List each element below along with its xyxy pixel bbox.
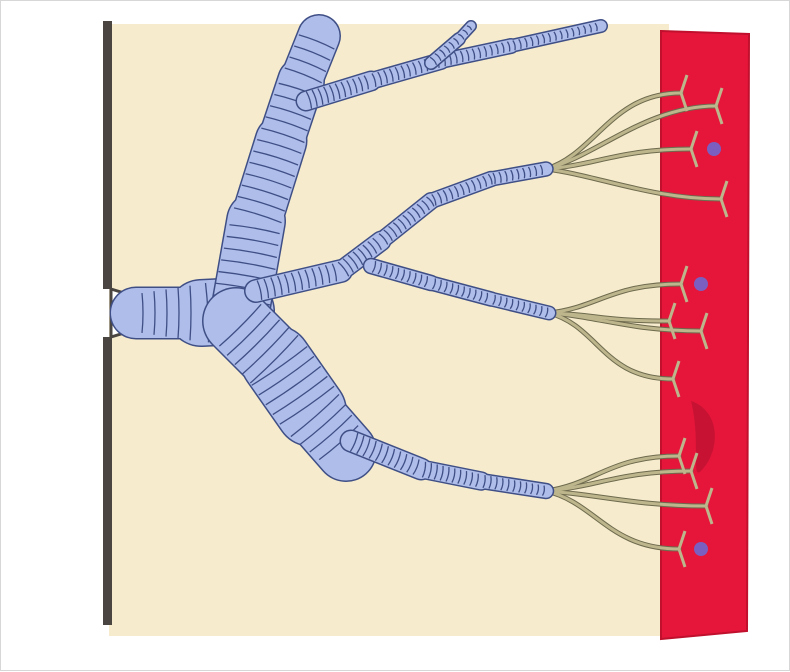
- synapse-dot: [694, 277, 708, 291]
- synapse-dot: [694, 542, 708, 556]
- left-wall-upper: [103, 21, 112, 289]
- synapse-dot: [707, 142, 721, 156]
- left-wall-lower: [103, 337, 112, 625]
